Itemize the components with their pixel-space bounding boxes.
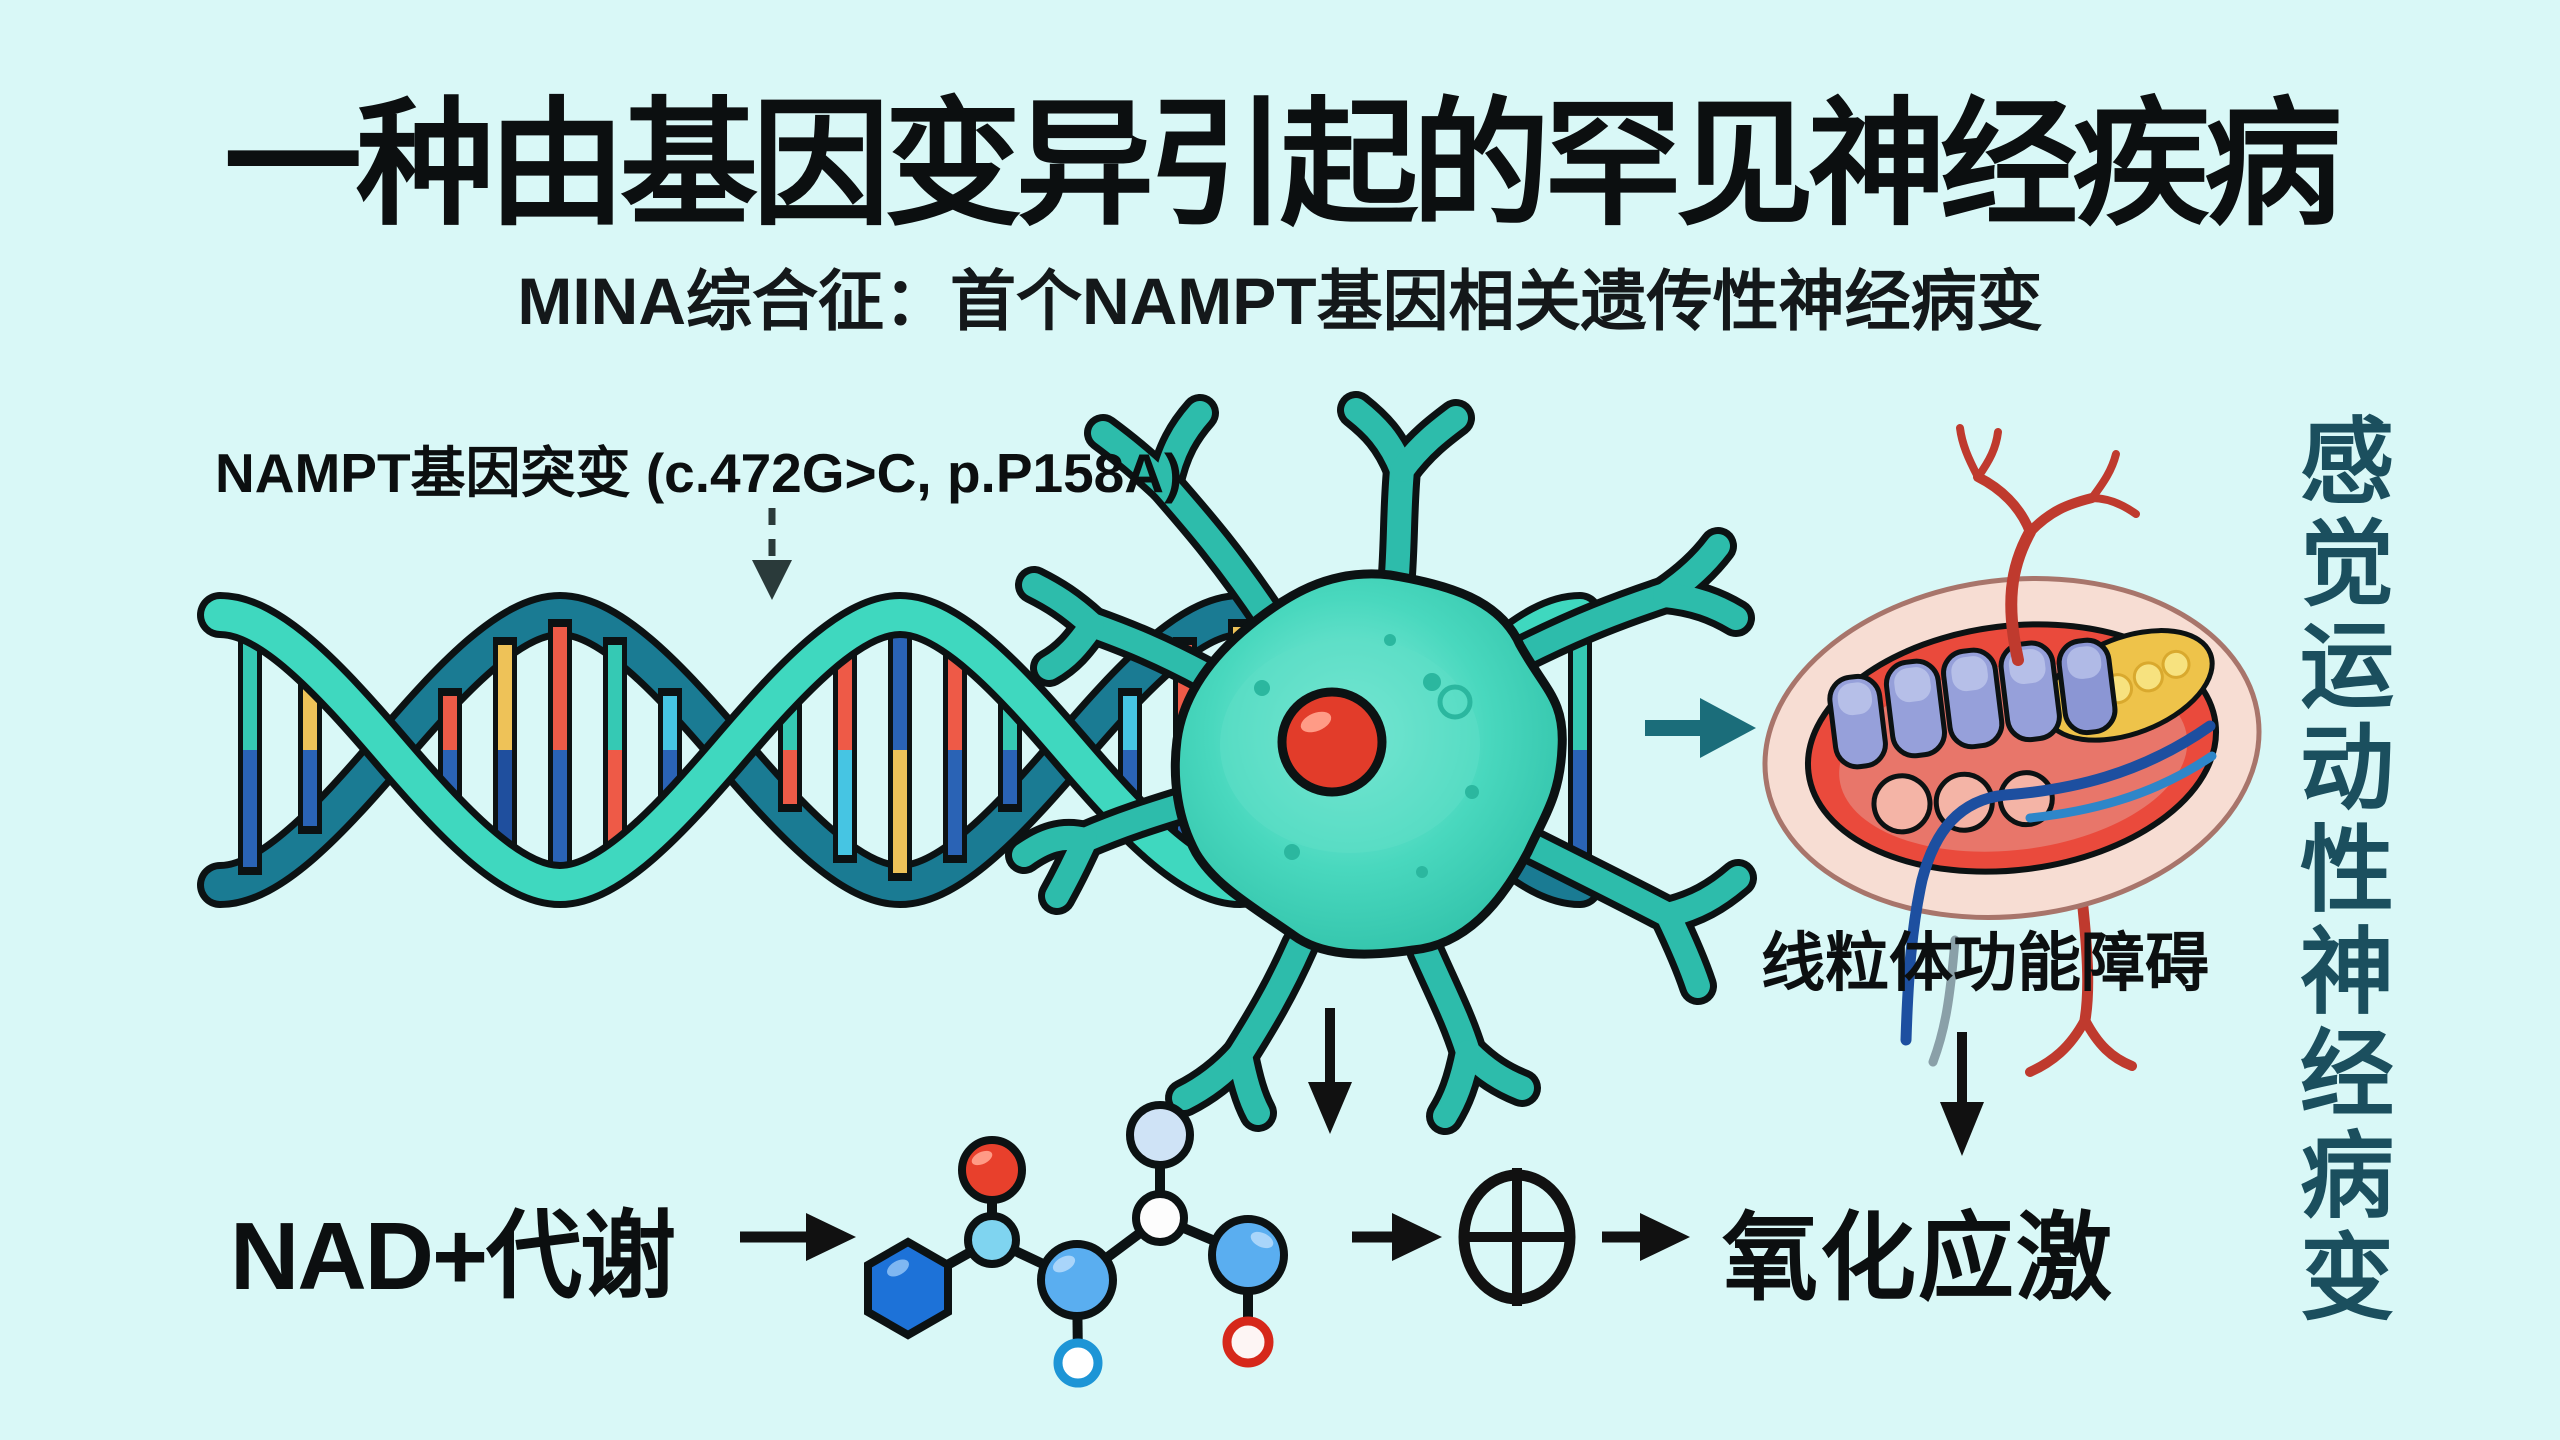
right-arrow-to-mitochondria-icon [1645,698,1756,758]
molecule-atom-red [958,1136,1026,1204]
oxidative-stress-label: 氧化应激 [1722,1205,2114,1312]
molecule-atom-cyan [964,1212,1020,1268]
sensorimotor-neuropathy-vertical-label: 感觉运动性神经病变 [2287,412,2392,1330]
mitochondria-cristae [1827,637,2118,770]
molecule-atom-hexagon-blue [864,1237,952,1340]
molecule-atom-blue-2 [1208,1215,1288,1295]
right-arrow-3-icon [1602,1213,1690,1261]
nucleus-highlight [1300,711,1332,733]
mitochondria-blue-vessel-2 [2025,751,2217,823]
nad-molecule-illustration [864,1101,1288,1388]
down-arrow-neuron-icon [1308,1008,1352,1134]
neuron-vesicle-ring [1437,684,1473,720]
molecule-atom-blue-1 [1037,1240,1117,1320]
molecule-atom-white [1132,1190,1188,1246]
circled-plus-icon [1458,1168,1576,1306]
nad-metabolism-label: NAD+代谢 [230,1203,676,1310]
mitochondria-top-vessel [1956,424,2140,666]
down-arrow-mitochondria-icon [1940,1032,1984,1156]
mitochondria-bottom-vessels [1928,874,2137,1077]
neuron-illustration [1005,391,1757,1135]
mitochondria-illustration [1762,424,2262,1077]
molecule-atom-ring-red [1222,1316,1274,1368]
molecule-atom-pale-blue [1126,1101,1194,1169]
page-subtitle: MINA综合征：首个NAMPT基因相关遗传性神经病变 [517,264,2043,338]
mitochondria-dysfunction-label: 线粒体功能障碍 [1761,927,2209,999]
right-arrow-2-icon [1352,1213,1442,1261]
neuron-dots [1254,634,1479,878]
molecule-atom-ring-blue [1053,1338,1103,1388]
gene-mutation-label: NAMPT基因突变 (c.472G>C, p.P158A) [215,442,1183,504]
mitochondria-blue-vessel [1900,720,2216,1046]
neuron-nucleus [1277,687,1387,797]
right-arrow-1-icon [740,1213,856,1261]
dashed-down-arrow-icon [752,508,792,600]
page-title: 一种由基因变异引起的罕见神经疾病 [223,88,2342,242]
